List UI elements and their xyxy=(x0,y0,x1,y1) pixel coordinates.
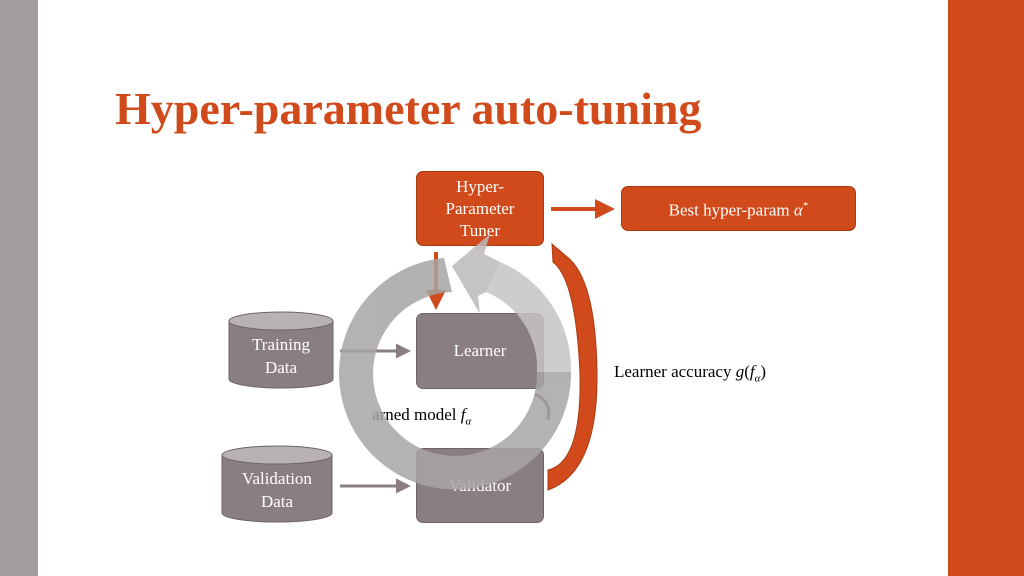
validator-label: Validator xyxy=(448,475,512,495)
best-hyper-param-box: Best hyper-param α* xyxy=(621,186,856,231)
accuracy-feedback-arrow xyxy=(547,242,598,491)
slide-title: Hyper-parameter auto-tuning xyxy=(115,83,702,134)
validator-box: Validator xyxy=(416,448,544,523)
left-accent-bar xyxy=(0,0,38,576)
learner-label: Learner xyxy=(453,341,507,360)
learner-box: Learner xyxy=(416,313,544,389)
right-accent-bar xyxy=(948,0,1024,576)
learner-to-validator-connector xyxy=(534,392,551,421)
learner-accuracy-label: Learner accuracy g(fα) xyxy=(614,362,767,385)
validation-data-label: Validation Data xyxy=(242,469,312,511)
training-data-label: Training Data xyxy=(252,335,310,377)
tuner-label-line3: Tuner xyxy=(460,220,500,240)
best-hyper-param-label: Best hyper-param α* xyxy=(668,200,809,220)
training-data-cylinder xyxy=(228,311,334,389)
hyper-parameter-tuner-box: Hyper- Parameter Tuner xyxy=(416,171,544,246)
learned-model-label: arned model fα xyxy=(372,405,472,428)
tuner-label-line2: Parameter xyxy=(445,198,515,218)
tuner-label-line1: Hyper- xyxy=(456,176,504,196)
validation-data-cylinder xyxy=(221,445,333,523)
